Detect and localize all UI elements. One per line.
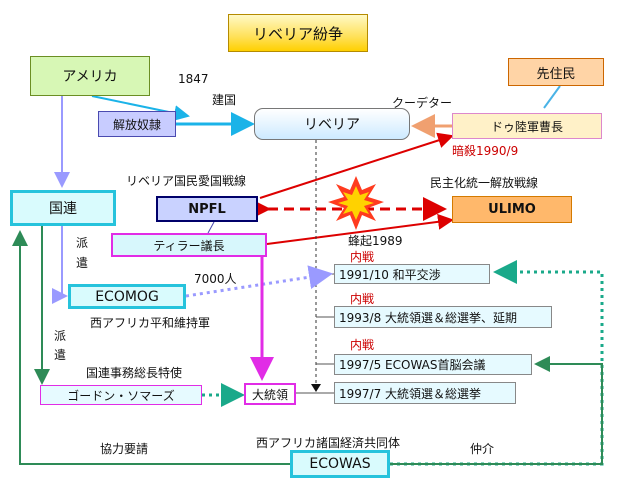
label-haken2-a: 派 bbox=[54, 329, 67, 343]
node-taylor: ティラー議長 bbox=[111, 233, 267, 257]
timeline-event-1997-jul: 1997/7 大統領選＆総選挙 bbox=[334, 382, 516, 404]
label-civil-war-1: 内戦 bbox=[350, 250, 375, 264]
label-haken1-a: 派 bbox=[76, 236, 89, 250]
label-civil-war-3: 内戦 bbox=[350, 338, 375, 352]
label-npfl-full: リベリア国民愛国戦線 bbox=[126, 174, 247, 188]
node-liberia: リベリア bbox=[254, 108, 410, 140]
arrow-ecowas-to-kokuren bbox=[12, 230, 290, 465]
label-mediation: 仲介 bbox=[470, 442, 495, 456]
node-kaiho-dorei: 解放奴隷 bbox=[98, 111, 176, 137]
label-uprising: 蜂起1989 bbox=[348, 234, 403, 248]
node-senjumin: 先住民 bbox=[508, 58, 604, 86]
label-assassination: 暗殺1990/9 bbox=[452, 144, 519, 158]
node-npfl: NPFL bbox=[156, 196, 258, 222]
node-america: アメリカ bbox=[30, 56, 150, 96]
node-ecowas: ECOWAS bbox=[290, 450, 390, 478]
connector-taylor-npfl bbox=[207, 221, 215, 234]
label-haken2-b: 遣 bbox=[54, 348, 67, 362]
arrow-taylor-to-ulimo bbox=[266, 213, 454, 245]
label-ecowas-full: 西アフリカ諸国経済共同体 bbox=[256, 436, 401, 450]
timeline-event-1993: 1993/8 大統領選＆総選挙、延期 bbox=[334, 306, 552, 328]
label-coup: クーデター bbox=[392, 96, 453, 110]
node-ulimo: ULIMO bbox=[452, 196, 572, 223]
explosion-icon bbox=[328, 176, 384, 230]
label-kenkoku: 建国 bbox=[212, 93, 237, 107]
node-daitouryou: 大統領 bbox=[244, 383, 296, 405]
dotted-ecomog-to-ev1 bbox=[185, 265, 333, 298]
arrow-ecowas-to-ev3 bbox=[390, 356, 603, 465]
arrow-npfl-to-doe bbox=[259, 132, 454, 199]
label-haken1-b: 遣 bbox=[76, 256, 89, 270]
arrow-senjumin-to-doe bbox=[543, 85, 561, 109]
node-kokuren: 国連 bbox=[10, 190, 116, 226]
label-ecomog-full: 西アフリカ平和維持軍 bbox=[90, 316, 211, 330]
diagram-title: リベリア紛争 bbox=[228, 14, 368, 52]
timeline-event-1991: 1991/10 和平交渉 bbox=[334, 264, 490, 284]
timeline-event-1997-may: 1997/5 ECOWAS首脳会議 bbox=[334, 354, 532, 375]
node-doe: ドゥ陸軍曹長 bbox=[452, 113, 602, 139]
label-troops: 7000人 bbox=[194, 272, 237, 286]
label-request: 協力要請 bbox=[100, 442, 149, 456]
timeline-end-marker bbox=[311, 384, 321, 392]
label-ulimo-full: 民主化統一解放戦線 bbox=[430, 176, 539, 190]
node-gordon: ゴードン・ソマーズ bbox=[40, 385, 202, 405]
label-un-envoy: 国連事務総長特使 bbox=[86, 366, 183, 380]
node-ecomog: ECOMOG bbox=[68, 284, 186, 309]
label-1847: 1847 bbox=[178, 72, 209, 86]
arrow-kokuren-to-ecomog bbox=[52, 226, 68, 304]
label-civil-war-2: 内戦 bbox=[350, 292, 375, 306]
